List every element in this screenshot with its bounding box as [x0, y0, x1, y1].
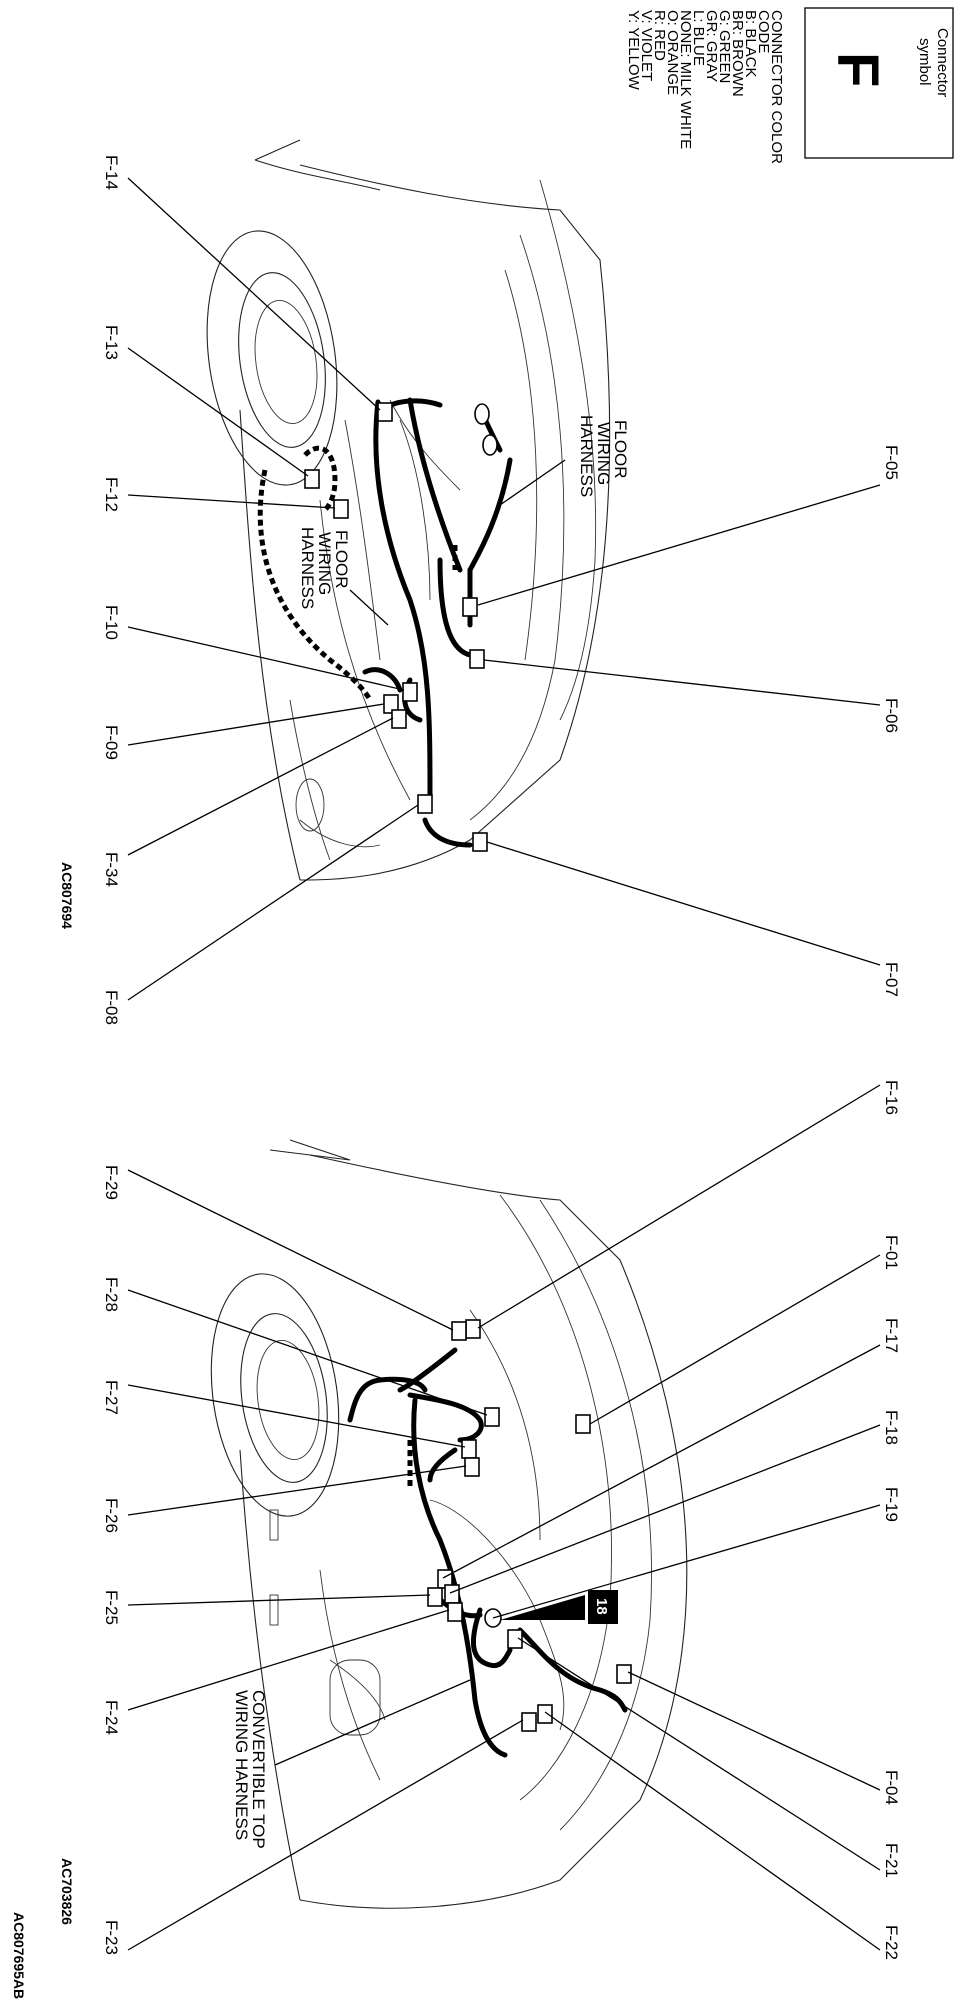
legend-line: GR: GRAY [703, 10, 720, 82]
label-f01: F-01 [882, 1235, 901, 1270]
legend-line: CONNECTOR COLOR [768, 10, 785, 164]
harness-label-left-3: HARNESS [298, 527, 317, 609]
symbol-caption-line-1: Connector [934, 28, 951, 97]
label-f24: F-24 [102, 1700, 121, 1735]
bottom-leaders [127, 1084, 881, 1951]
connector-f27 [461, 1439, 477, 1459]
badge-18-pointer [500, 1595, 585, 1620]
connector-f23 [521, 1712, 537, 1732]
bottom-connectors: 18 [427, 1319, 632, 1732]
convertible-harness-label-1: CONVERTIBLE TOP [249, 1690, 268, 1849]
label-f19: F-19 [882, 1487, 901, 1522]
legend-line: BR: BROWN [729, 10, 746, 97]
connector-round [482, 434, 498, 456]
connector-f25 [427, 1587, 443, 1607]
label-f04: F-04 [882, 1770, 901, 1805]
harness-label-left-2: WIRING [315, 532, 334, 595]
connector-f34 [391, 709, 407, 729]
label-f10: F-10 [102, 605, 121, 640]
connector-f06 [469, 649, 485, 669]
connector-f22 [537, 1704, 553, 1724]
label-f25: F-25 [102, 1590, 121, 1625]
legend-line: G: GREEN [716, 10, 733, 83]
label-f12: F-12 [102, 477, 121, 512]
badge-18-box [588, 1590, 618, 1624]
legend-line: L: BLUE [690, 10, 707, 66]
label-f08: F-08 [102, 990, 121, 1025]
connector-f10 [402, 682, 418, 702]
label-f05: F-05 [882, 445, 901, 480]
label-f16: F-16 [882, 1080, 901, 1115]
connector-f13 [304, 469, 320, 489]
label-f21: F-21 [882, 1843, 901, 1878]
connector-f16 [465, 1319, 481, 1339]
page-code: AC807695AB [11, 1912, 27, 1999]
legend-line: R: RED [651, 10, 668, 61]
symbol-caption-line-2: symbol [916, 38, 933, 86]
label-f26: F-26 [102, 1498, 121, 1533]
legend-line: Y: YELLOW [625, 10, 642, 91]
label-f29: F-29 [102, 1165, 121, 1200]
label-f34: F-34 [102, 852, 121, 887]
harness-label-right-2: WIRING [594, 422, 613, 485]
bottom-labels: F-16 F-01 F-17 F-18 F-19 F-04 F-21 F-22 … [11, 1080, 901, 1999]
label-f07: F-07 [882, 962, 901, 997]
harness-label-left-1: FLOOR [332, 530, 351, 589]
convertible-harness-label-2: WIRING HARNESS [232, 1690, 251, 1840]
connector-f07 [472, 832, 488, 852]
connector-f29 [451, 1321, 467, 1341]
connector-f08 [417, 794, 433, 814]
connector-f14 [377, 402, 393, 422]
legend-line: CODE [755, 10, 772, 53]
badge-18-label: 18 [593, 1598, 610, 1615]
connector-f26 [464, 1457, 480, 1477]
legend: Connector symbol F CONNECTOR COLOR CODE … [625, 7, 954, 164]
harness-label-right-1: FLOOR [611, 420, 630, 479]
label-f13: F-13 [102, 325, 121, 360]
label-f17: F-17 [882, 1318, 901, 1353]
connector-f21 [507, 1629, 523, 1649]
label-f28: F-28 [102, 1277, 121, 1312]
label-f18: F-18 [882, 1410, 901, 1445]
legend-line: B: BLACK [742, 10, 759, 78]
connector-f01 [575, 1414, 591, 1434]
top-leaders [127, 177, 881, 1001]
connector-f05 [462, 597, 478, 617]
harness-label-right-3: HARNESS [577, 415, 596, 497]
label-f27: F-27 [102, 1380, 121, 1415]
label-f23: F-23 [102, 1920, 121, 1955]
connector-f18 [444, 1584, 460, 1604]
connector-f04 [616, 1664, 632, 1684]
connector-round [474, 403, 490, 425]
legend-line: NONE: MILK WHITE [677, 10, 694, 149]
connector-f12 [333, 499, 349, 519]
top-diagram-code: AC807694 [59, 862, 75, 929]
connector-f24 [447, 1602, 463, 1622]
bottom-vehicle-illustration [210, 1139, 688, 1909]
top-vehicle-illustration [206, 139, 611, 881]
connector-symbol-box [804, 7, 954, 159]
connector-f28 [484, 1407, 500, 1427]
symbol-letter: F [825, 52, 890, 87]
label-f06: F-06 [882, 698, 901, 733]
top-connectors [304, 402, 498, 852]
legend-line: V: VIOLET [638, 10, 655, 81]
label-f22: F-22 [882, 1925, 901, 1960]
label-f14: F-14 [102, 155, 121, 190]
legend-line: O: ORANGE [664, 10, 681, 95]
bottom-diagram-code: AC703826 [59, 1858, 75, 1925]
label-f09: F-09 [102, 725, 121, 760]
top-labels: F-05 F-06 F-07 F-14 F-13 F-12 F-10 F-09 … [59, 155, 901, 1025]
